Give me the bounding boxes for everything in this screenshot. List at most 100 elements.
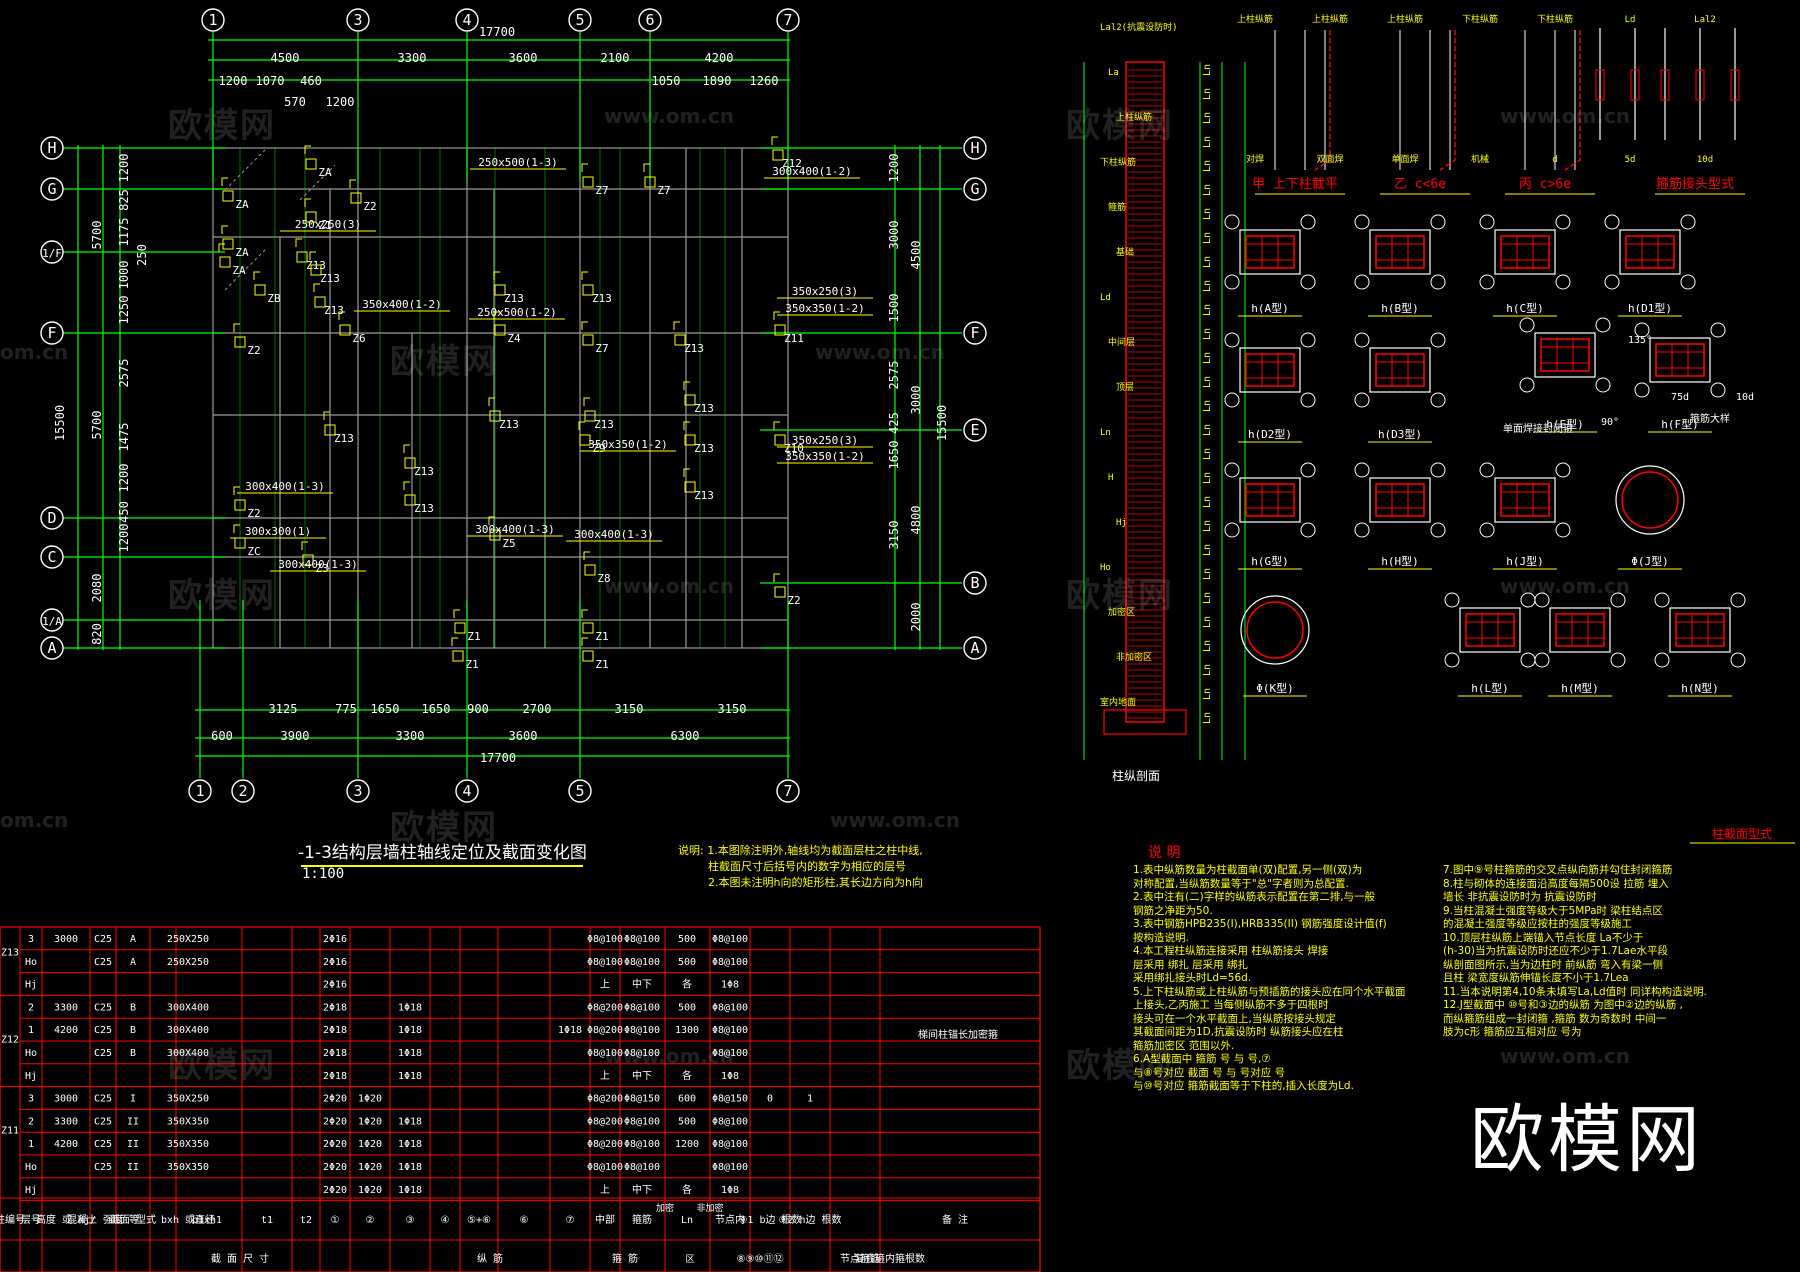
column-label: ZB bbox=[267, 292, 281, 305]
section-inner-ties bbox=[1466, 614, 1514, 646]
detail-note-small: 箍筋大样 bbox=[1690, 412, 1730, 425]
table-cell: Φ8@100 bbox=[624, 1002, 660, 1013]
detail-small-label: 10d bbox=[1697, 155, 1713, 165]
axis-bubble bbox=[40, 506, 64, 530]
rebar-hook bbox=[304, 198, 311, 207]
column-spec: 250x250(3) bbox=[295, 218, 361, 231]
axis-bubble bbox=[231, 779, 255, 803]
label: 3150 bbox=[615, 702, 644, 716]
rebar-callout bbox=[1595, 317, 1611, 333]
label: 1890 bbox=[703, 74, 732, 88]
detail-notes-title: 说 明 bbox=[1148, 845, 1181, 861]
section-inner-ties bbox=[1556, 614, 1604, 646]
watermark: 欧模网 bbox=[1066, 1046, 1174, 1086]
axis-bubble bbox=[455, 779, 479, 803]
detail-dim-label: Ln bbox=[1202, 400, 1213, 412]
rebar-hook bbox=[581, 163, 588, 172]
rebar-hook bbox=[304, 145, 311, 154]
rebar-hook bbox=[295, 238, 302, 247]
axis-bubble bbox=[455, 8, 479, 32]
axis-bubble bbox=[40, 321, 64, 345]
label: 450 bbox=[117, 501, 131, 523]
note-line: 墙长 非抗震设防时为 抗震设防时 bbox=[1443, 891, 1597, 903]
label: 3600 bbox=[509, 729, 538, 743]
detail-column-label: 中间层 bbox=[1108, 336, 1135, 348]
note-line: 层采用 绑扎 层采用 绑扎 bbox=[1133, 958, 1249, 971]
rebar-callout bbox=[1555, 214, 1571, 230]
splice-weld bbox=[1630, 69, 1640, 101]
section-type-label: h(E型) bbox=[1546, 417, 1584, 431]
rebar-callout bbox=[1479, 462, 1495, 478]
plan-note-2: 柱截面尺寸后括号内的数字为相应的层号 bbox=[708, 860, 906, 873]
note-line: 对称配置,当纵筋数量等于"总"字者则为总配置. bbox=[1133, 877, 1349, 890]
column-mark bbox=[582, 284, 594, 296]
table-cell: I bbox=[130, 1094, 136, 1105]
label: 3000 bbox=[887, 221, 901, 250]
rebar-hook bbox=[773, 421, 780, 430]
column-mark bbox=[234, 336, 246, 348]
rebar-callout bbox=[1610, 652, 1626, 668]
label: 2080 bbox=[90, 574, 104, 603]
rebar-callout bbox=[1354, 392, 1370, 408]
table-cell: Φ8@100 bbox=[624, 1116, 660, 1127]
column-mark bbox=[582, 650, 594, 662]
column-label: Z6 bbox=[352, 332, 365, 345]
rebar-callout bbox=[1300, 332, 1316, 348]
detail-dim-label: Ln bbox=[1202, 544, 1213, 556]
section-rect bbox=[1239, 477, 1301, 523]
table-cell: 250X250 bbox=[167, 957, 209, 968]
rebar-hook bbox=[581, 609, 588, 618]
section-inner-ties bbox=[1246, 236, 1294, 268]
rebar-hook bbox=[253, 271, 260, 280]
column-mark bbox=[324, 424, 336, 436]
axis-label: 5 bbox=[575, 782, 584, 800]
note-line: 与⑧号对应 截面 号 与 号对应 号 bbox=[1133, 1066, 1286, 1079]
table-cell: 1Φ20 bbox=[358, 1094, 382, 1105]
table-cell: 1Φ8 bbox=[721, 980, 739, 991]
section-type-label: h(J型) bbox=[1506, 554, 1544, 568]
section-type-label: Φ(K型) bbox=[1256, 681, 1294, 695]
detail-note-small: 135° bbox=[1628, 335, 1652, 346]
column-spec: 300x400(1-3) bbox=[278, 558, 357, 571]
label: 1200 bbox=[117, 524, 131, 553]
note-line: 采用绑扎接头时Ld=56d. bbox=[1133, 972, 1252, 984]
table-header-group: 节点箍筋 bbox=[840, 1252, 880, 1265]
note-line: 按构造说明. bbox=[1133, 931, 1189, 944]
table-cell: 300X400 bbox=[167, 1025, 209, 1036]
column-label: Z10 bbox=[784, 442, 804, 455]
axis-bubble bbox=[963, 177, 987, 201]
label: 1200 bbox=[117, 464, 131, 493]
table-cell: 1Φ20 bbox=[358, 1139, 382, 1150]
axis-label: 6 bbox=[645, 11, 654, 29]
table-cell: Φ8@200 bbox=[587, 1002, 623, 1013]
column-spec: 300x400(1-3) bbox=[475, 523, 554, 536]
detail-dim-label: Ln bbox=[1202, 208, 1213, 220]
detail-note-small: 75d bbox=[1671, 392, 1689, 403]
note-line: 10.顶层柱纵筋上端锚入节点长度 La不少于 bbox=[1443, 931, 1644, 944]
plan-title: -1-3结构层墙柱轴线定位及截面变化图 bbox=[298, 843, 587, 863]
table-cell: Φ8@100 bbox=[624, 1048, 660, 1059]
column-spec: 350x400(1-2) bbox=[362, 298, 441, 311]
axis-label: F bbox=[970, 324, 979, 342]
detail-column-label: H bbox=[1108, 473, 1113, 483]
label: 1200 bbox=[117, 154, 131, 183]
column-label: Z1 bbox=[467, 630, 480, 643]
label: 825 bbox=[117, 189, 131, 211]
column-label: Z13 bbox=[414, 465, 434, 478]
table-header-group: 截 面 尺 寸 bbox=[211, 1252, 269, 1265]
table-col-id: Z13 bbox=[1, 948, 19, 959]
rebar-callout bbox=[1224, 462, 1240, 478]
table-cell: 3000 bbox=[54, 934, 78, 945]
axis-bubble bbox=[346, 779, 370, 803]
table-cell: Φ8@100 bbox=[712, 934, 748, 945]
note-line: 上接头,乙丙施工 当每侧纵筋不多于四根时 bbox=[1133, 999, 1329, 1011]
axis-bubble bbox=[963, 321, 987, 345]
detail-column-label: 箍筋 bbox=[1108, 201, 1126, 213]
detail-dim-label: Ln bbox=[1202, 232, 1213, 244]
table-cell: 500 bbox=[678, 957, 696, 968]
label: 2575 bbox=[117, 359, 131, 388]
detail-notes-left: 1.表中纵筋数量为柱截面单(双)配置,另一侧(双)为对称配置,当纵筋数量等于"总… bbox=[1133, 864, 1433, 1094]
label: 3900 bbox=[281, 729, 310, 743]
table-cell: C25 bbox=[94, 1162, 112, 1173]
section-inner-ties bbox=[1376, 236, 1424, 268]
